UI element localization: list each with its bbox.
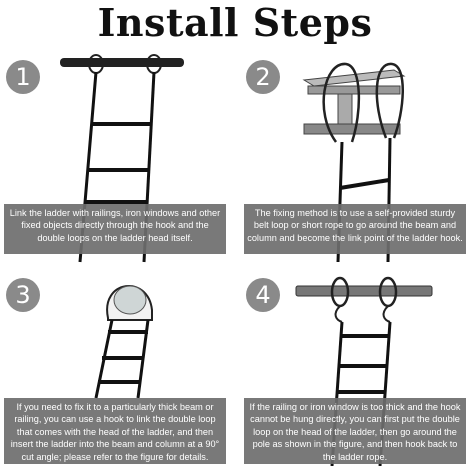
ladder-thick-beam-illustration	[94, 285, 153, 399]
step-number-badge: 2	[246, 60, 280, 94]
step-number-badge: 4	[246, 278, 280, 312]
ladder-beam-illustration	[302, 62, 406, 263]
step-number-badge: 3	[6, 278, 40, 312]
step-caption: Link the ladder with railings, iron wind…	[4, 204, 226, 254]
step-panel-4: 4 If the railing or iron window is too t…	[244, 270, 466, 466]
step-caption: If the railing or iron window is too thi…	[244, 398, 466, 464]
step-panel-2: 2 The fixing method is to use a self-pro…	[244, 52, 466, 280]
step-caption: If you need to fix it to a particularly …	[4, 398, 226, 464]
page-title: Install Steps	[97, 0, 373, 45]
step-number-badge: 1	[6, 60, 40, 94]
step-caption: The fixing method is to use a self-provi…	[244, 204, 466, 254]
step-panel-1: 1 Link the ladder with railings, iron wi…	[4, 52, 226, 280]
step-panel-3: 3 If you need to fix it to a particularl…	[4, 270, 226, 466]
